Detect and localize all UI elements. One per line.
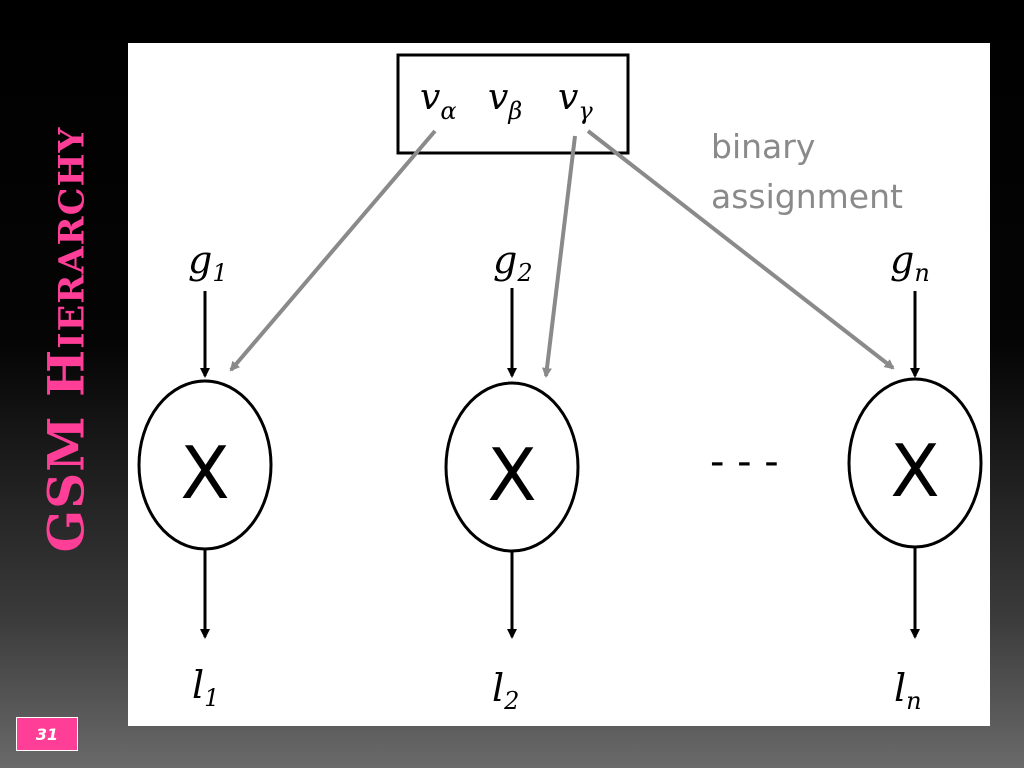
- variable-v-beta: vβ: [488, 77, 522, 125]
- annotation-assignment: assignment: [711, 177, 903, 216]
- output-l1: l1: [192, 663, 219, 712]
- assignment-arrow-2: [541, 135, 577, 378]
- input-gn: gn: [890, 238, 930, 287]
- output-l2: l2: [492, 666, 519, 715]
- assignment-arrow-n: [586, 129, 895, 370]
- input-g2: g2: [493, 238, 533, 287]
- node-n-symbol: X: [890, 429, 939, 513]
- node-1-symbol: X: [180, 431, 229, 515]
- page-number-badge: 31: [16, 717, 78, 751]
- variable-box: [396, 53, 630, 155]
- slide-title: GSM Hierarchy: [24, 14, 108, 664]
- node-2-symbol: X: [487, 433, 536, 517]
- output-ln: ln: [894, 666, 922, 715]
- input-g1: g1: [188, 238, 228, 287]
- annotation-binary: binary: [711, 127, 815, 166]
- gsm-diagram: vα vβ vγ binary assignment g1 X l1 g2 X …: [137, 53, 983, 715]
- variable-v-alpha: vα: [420, 77, 457, 125]
- page-number: 31: [35, 724, 59, 744]
- assignment-arrow-1: [229, 129, 437, 372]
- slide-title-text: GSM Hierarchy: [36, 125, 96, 553]
- ellipsis: - - -: [710, 439, 779, 485]
- variable-v-gamma: vγ: [558, 77, 593, 125]
- diagram-panel: vα vβ vγ binary assignment g1 X l1 g2 X …: [128, 43, 990, 726]
